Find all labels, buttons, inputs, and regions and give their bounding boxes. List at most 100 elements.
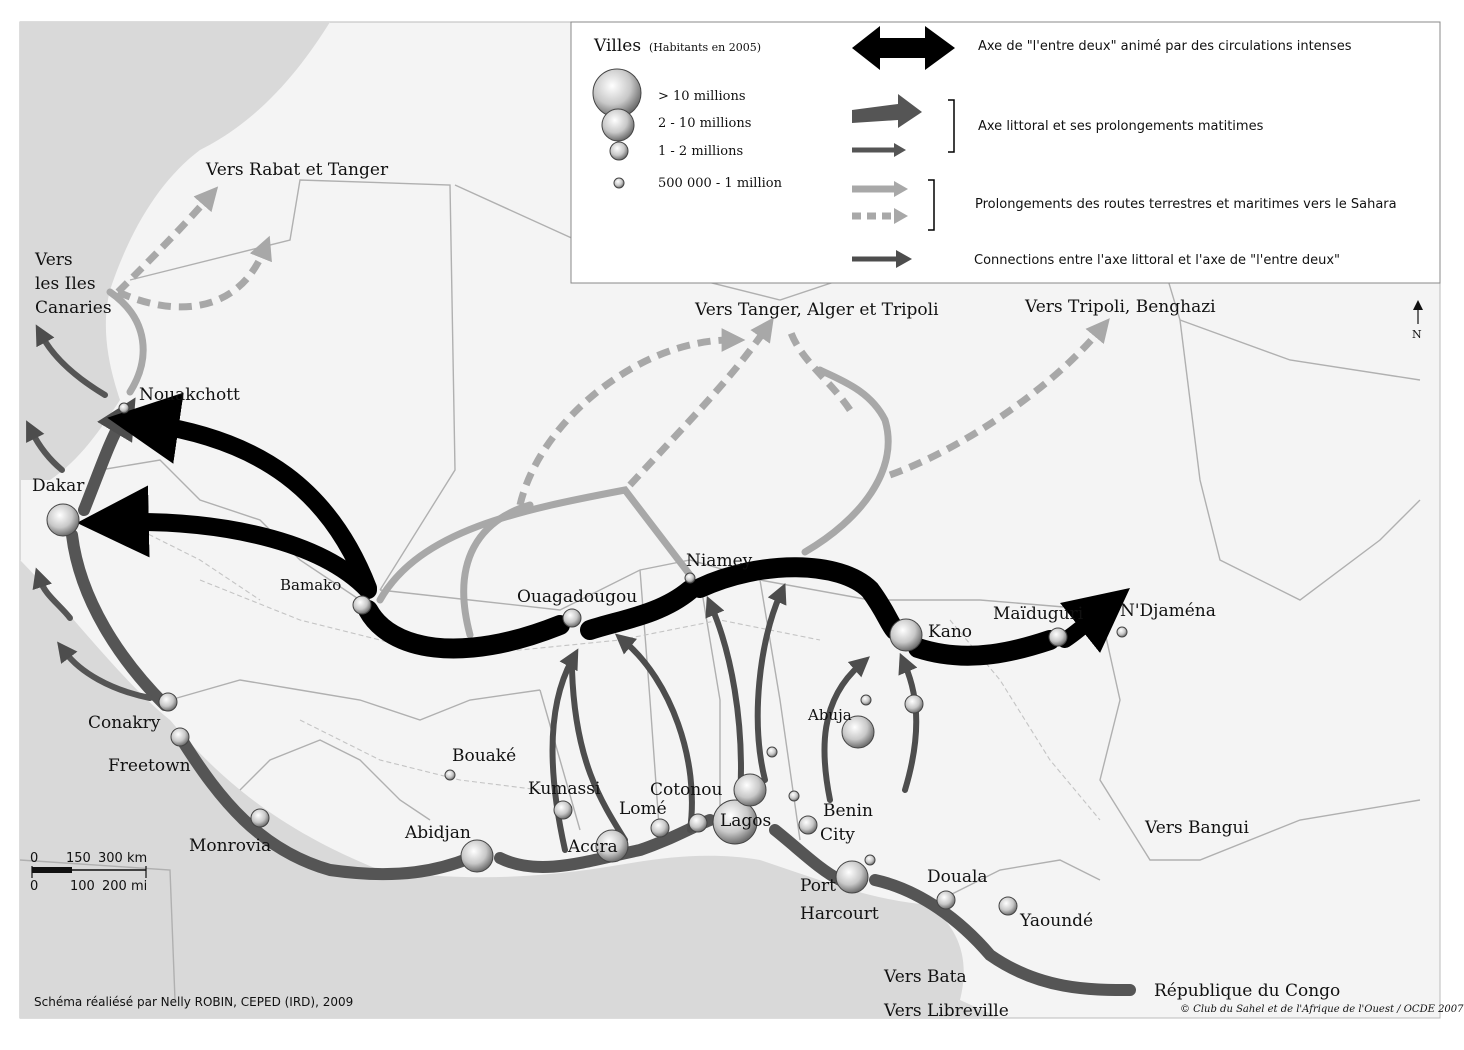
label-dakar: Dakar	[32, 476, 85, 496]
legend-connections: Connections entre l'axe littoral et l'ax…	[974, 253, 1340, 268]
coastal-conakry-dakar	[66, 529, 171, 711]
legend-coastal-thin-arrow-icon	[894, 143, 906, 157]
city-kano	[889, 618, 923, 652]
sahara-dashed-routes	[115, 186, 1110, 506]
label-port-harcourt-2: Harcourt	[800, 904, 879, 924]
entre-deux-axis	[76, 392, 1130, 666]
city-small-2	[766, 746, 778, 758]
label-kumassi: Kumassi	[528, 779, 601, 799]
north-label: N	[1412, 328, 1422, 341]
label-vers-tanger-alger: Vers Tanger, Alger et Tripoli	[694, 300, 939, 320]
connection-lagos-niamey	[705, 595, 744, 803]
sahara-route-nouakchott-north	[106, 288, 147, 396]
label-benin-city-2: City	[820, 825, 855, 845]
extension-canaries	[35, 324, 108, 398]
label-kano: Kano	[928, 622, 972, 642]
credit-left: Schéma réaliésé par Nelly ROBIN, CEPED (…	[34, 995, 353, 1009]
city-monrovia	[250, 808, 270, 828]
connection-lagos-kano	[754, 582, 787, 783]
city-ouagadougou	[562, 608, 582, 628]
connections	[549, 582, 920, 853]
legend-size-1-label: > 10 millions	[658, 89, 746, 104]
atlantic-ocean	[20, 22, 330, 480]
axis-bamako-ouaga	[358, 600, 570, 659]
connection-cotonou-ouaga	[614, 633, 695, 833]
city-yaounde	[998, 896, 1018, 916]
city-cotonou	[688, 813, 708, 833]
extension-gambia-sea	[32, 567, 73, 621]
city-ndjamena	[1116, 626, 1128, 638]
city-kaduna	[904, 694, 924, 714]
city-lagos	[712, 799, 758, 845]
legend-axis-littoral: Axe littoral et ses prolongements matiti…	[978, 119, 1264, 134]
scale-km-300: 300 km	[98, 851, 147, 866]
label-yaounde: Yaoundé	[1019, 911, 1093, 931]
city-ibadan	[733, 773, 767, 807]
legend-axis-entre-deux: Axe de "l'entre deux" animé par des circ…	[978, 39, 1352, 54]
legend-city-size-4	[613, 177, 625, 189]
scale-km-150: 150	[66, 851, 91, 866]
label-abuja: Abuja	[807, 706, 852, 724]
connection-ph-kano	[898, 652, 920, 793]
label-lome: Lomé	[619, 799, 667, 819]
city-port-harcourt	[835, 860, 869, 894]
label-maiduguri: Maïduguri	[993, 604, 1084, 624]
map-labels: Vers Rabat et Tanger Vers les Iles Canar…	[32, 160, 1340, 1021]
label-benin-city-1: Benin	[823, 801, 873, 821]
legend-bracket	[948, 99, 955, 153]
route-to-rabat	[115, 186, 219, 295]
legend-sahara-solid-arrow-icon	[894, 181, 908, 197]
legend-double-arrow-icon	[852, 26, 955, 70]
scale-mi-100: 100	[70, 879, 95, 894]
city-lome	[650, 818, 670, 838]
city-douala	[936, 890, 956, 910]
legend-cities-title: Villes	[593, 36, 641, 56]
route-to-tripoli-benghazi	[888, 318, 1110, 479]
road-network	[119, 519, 1101, 821]
city-niamey	[684, 572, 696, 584]
label-lagos: Lagos	[720, 811, 771, 831]
north-arrow-icon: N	[1412, 300, 1423, 341]
label-canaries-2: les Iles	[35, 274, 96, 294]
credit-right: © Club du Sahel et de l'Afrique de l'Oue…	[1180, 1004, 1464, 1015]
label-canaries-1: Vers	[34, 250, 73, 270]
legend-size-4-label: 500 000 - 1 million	[658, 176, 783, 191]
label-conakry: Conakry	[88, 713, 161, 733]
gulf-of-guinea	[20, 560, 1000, 1018]
label-abidjan: Abidjan	[404, 823, 471, 843]
scale-bar: 0 150 300 km 0 100 200 mi	[30, 851, 147, 894]
axis-kano-maiduguri	[908, 630, 1060, 666]
city-small-1	[788, 790, 800, 802]
sahara-route-niamey-north	[801, 366, 892, 556]
label-monrovia: Monrovia	[189, 836, 271, 856]
axis-bamako-nouakchott	[107, 392, 377, 597]
city-benin-city	[798, 815, 818, 835]
legend-cities-subtitle: (Habitants en 2005)	[649, 41, 761, 54]
legend-city-size-3	[609, 141, 629, 161]
label-vers-libreville: Vers Libreville	[883, 1001, 1009, 1021]
sahara-route-ouaga-north	[460, 501, 534, 639]
label-ndjamena: N'Djaména	[1120, 601, 1216, 621]
coastal-extensions	[26, 324, 153, 701]
label-ouagadougou: Ouagadougou	[517, 587, 637, 607]
label-vers-rabat: Vers Rabat et Tanger	[205, 160, 389, 180]
city-dakar	[46, 503, 80, 537]
extension-dakar-sea	[26, 420, 65, 473]
city-nouakchott	[118, 402, 130, 414]
scale-mi-200: 200 mi	[102, 879, 147, 894]
label-vers-bata: Vers Bata	[883, 967, 967, 987]
route-to-tripoli-branch	[786, 328, 853, 412]
scale-km-0: 0	[30, 851, 38, 866]
city-freetown	[170, 727, 190, 747]
label-cotonou: Cotonou	[650, 780, 722, 800]
label-niamey: Niamey	[686, 551, 753, 571]
label-nouakchott: Nouakchott	[139, 385, 240, 405]
connection-benin-kano	[821, 656, 870, 803]
label-port-harcourt-1: Port	[800, 876, 836, 896]
legend-sahara-routes: Prolongements des routes terrestres et m…	[975, 197, 1397, 212]
label-canaries-3: Canaries	[35, 298, 112, 318]
city-kumassi	[553, 800, 573, 820]
label-bamako: Bamako	[280, 576, 341, 594]
extension-conakry-sea	[57, 641, 153, 701]
scale-mi-0: 0	[30, 879, 38, 894]
